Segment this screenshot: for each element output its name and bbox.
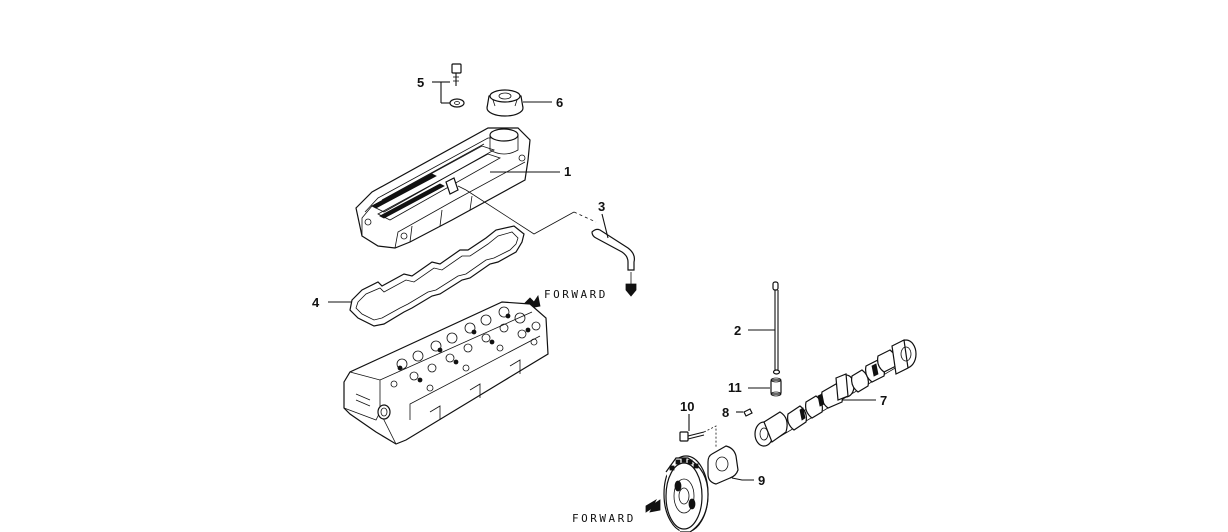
forward-label-top: FORWARD [544,288,608,301]
callout-11: 11 [728,380,742,395]
forward-label-bottom: FORWARD [572,512,636,525]
callout-9-leader [731,477,754,481]
callout-7: 7 [880,393,887,408]
part-5-bolt-washer [449,63,465,108]
callout-3-leader [601,213,609,239]
callout-3: 3 [598,199,605,214]
part-2-push-rod [772,281,781,375]
callout-1: 1 [564,164,571,179]
part-6-oil-filler-cap [486,89,524,117]
part-7-camshaft [754,339,917,447]
part-8-woodruff-key [743,408,753,417]
part-4-gasket [349,225,525,327]
forward-arrow-bottom: FORWARD [572,498,661,525]
callout-9: 9 [758,473,765,488]
callout-6: 6 [556,95,563,110]
forward-arrow-top: FORWARD [521,288,608,311]
camshaft-gear [663,455,709,532]
part-3-breather-hose [465,189,637,297]
part-11-tappet [770,377,782,397]
callout-2: 2 [734,323,741,338]
callout-5: 5 [417,75,424,90]
part-9-thrust-plate [707,445,739,485]
alignment-line [703,425,717,448]
part-1-rocker-cover [355,127,531,249]
callout-4: 4 [312,295,320,310]
callout-8: 8 [722,405,729,420]
cylinder-head [343,301,549,445]
callout-5-leader [432,81,450,104]
callout-10: 10 [680,399,694,414]
part-10-bolt [679,431,705,442]
